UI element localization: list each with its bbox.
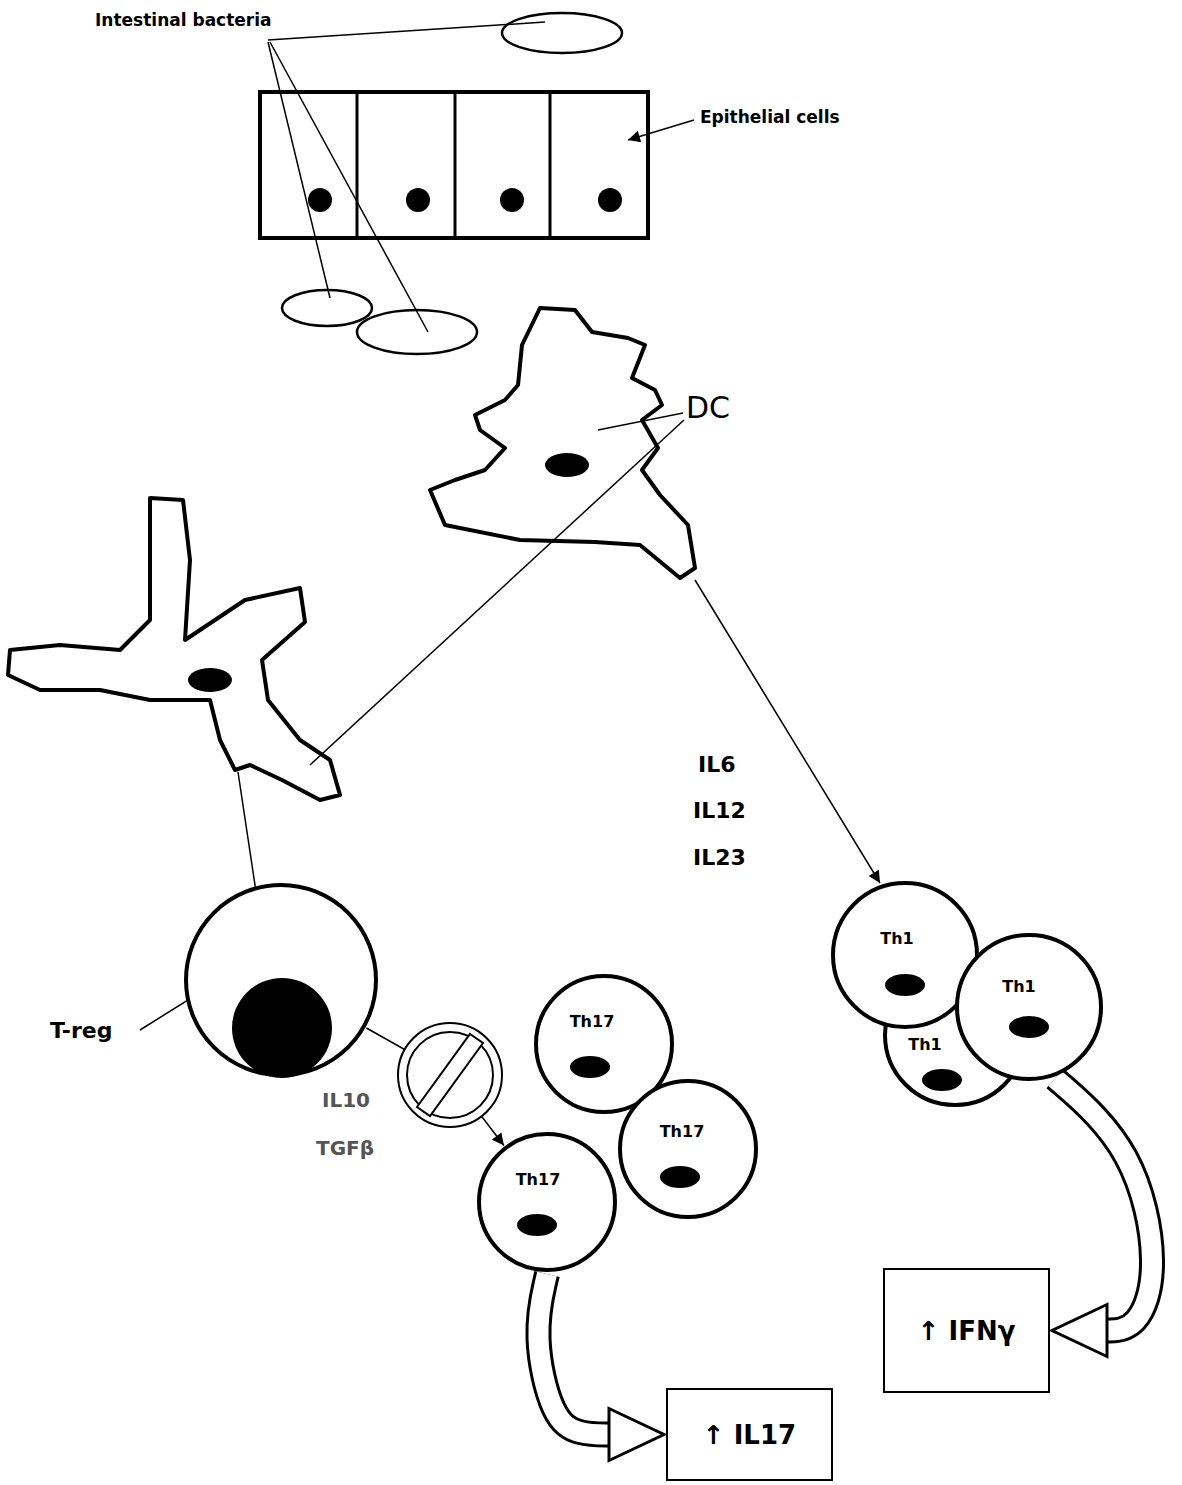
th1-cell: Th1: [955, 933, 1103, 1081]
cytokine-label: TGFβ: [316, 1136, 374, 1160]
arrow-body: [1055, 1078, 1152, 1330]
cell-nucleus: [406, 188, 430, 212]
cytokine-label: IL23: [693, 845, 746, 870]
secretion-arrow: [1052, 1078, 1152, 1356]
structure-label: Epithelial cells: [700, 107, 840, 127]
cell-nucleus: [308, 188, 332, 212]
structure-label: Intestinal bacteria: [95, 10, 272, 30]
leader-arrow: [628, 120, 694, 140]
cytokine-label: IL12: [693, 798, 746, 823]
leader-line: [270, 42, 428, 332]
dendritic-cell: [8, 498, 340, 800]
activation-arrow: [238, 772, 258, 905]
cell-name: Th17: [522, 1012, 662, 1032]
activation-arrow: [695, 580, 880, 883]
leader-line: [268, 22, 545, 40]
cell-outline: [955, 933, 1103, 1081]
cytokine-box: ↑ IFNγ: [883, 1268, 1050, 1393]
cell-nucleus: [660, 1166, 700, 1188]
th17-cell: Th17: [618, 1079, 758, 1219]
arrow-head: [609, 1409, 664, 1461]
cell-membrane: [479, 1134, 615, 1270]
cell-nucleus: [885, 974, 925, 996]
cell-name: Th17: [612, 1122, 752, 1142]
cell-outline: [477, 1132, 617, 1272]
arrow-outline: [538, 1274, 611, 1435]
inhibition-symbol: [407, 1032, 493, 1118]
cell-nucleus: [517, 1214, 557, 1236]
cell-name: T-reg: [50, 1018, 112, 1044]
cell-label: DC: [686, 390, 730, 425]
leader-line: [268, 42, 330, 298]
arrow-head: [1052, 1305, 1107, 1357]
leader-line: [598, 413, 683, 430]
cell-nucleus: [188, 668, 232, 692]
cell-nucleus: [232, 978, 332, 1078]
cell-name: Th1: [823, 929, 971, 949]
cell-nucleus: [500, 188, 524, 212]
cytokine-label: IL10: [322, 1088, 370, 1112]
cell-nucleus: [545, 453, 589, 477]
cytokine-text: ↑ IFNγ: [918, 1315, 1016, 1347]
cell-nucleus: [1009, 1016, 1049, 1038]
cell-wall: [454, 92, 457, 238]
bacterium: [357, 310, 477, 354]
cell-nucleus: [570, 1056, 610, 1078]
cytokine-label: IL6: [698, 752, 736, 777]
secretion-arrow: [538, 1274, 664, 1461]
cell-name: Th17: [468, 1170, 608, 1190]
inhibition-slash: [417, 1034, 483, 1116]
cell-wall: [356, 92, 359, 238]
bacterium: [282, 290, 372, 326]
treg-cell: T-reg: [184, 883, 378, 1077]
bacterium: [502, 13, 622, 53]
inhibition-symbol: [398, 1023, 502, 1127]
cell-membrane: [620, 1081, 756, 1217]
leader-line: [310, 420, 684, 765]
arrow-outline: [1055, 1078, 1152, 1330]
th17-cell: Th17: [477, 1132, 617, 1272]
cell-nucleus: [598, 188, 622, 212]
arrow-body: [538, 1274, 611, 1435]
epithelium: [260, 92, 648, 238]
dendritic-cell: [430, 308, 695, 578]
cytokine-text: ↑ IL17: [703, 1419, 796, 1451]
cell-name: Th1: [945, 977, 1093, 997]
cytokine-box: ↑ IL17: [666, 1388, 833, 1481]
cell-outline: [184, 883, 378, 1077]
cell-outline: [618, 1079, 758, 1219]
cell-nucleus: [922, 1069, 962, 1091]
cell-membrane: [957, 935, 1101, 1079]
cell-wall: [549, 92, 552, 238]
